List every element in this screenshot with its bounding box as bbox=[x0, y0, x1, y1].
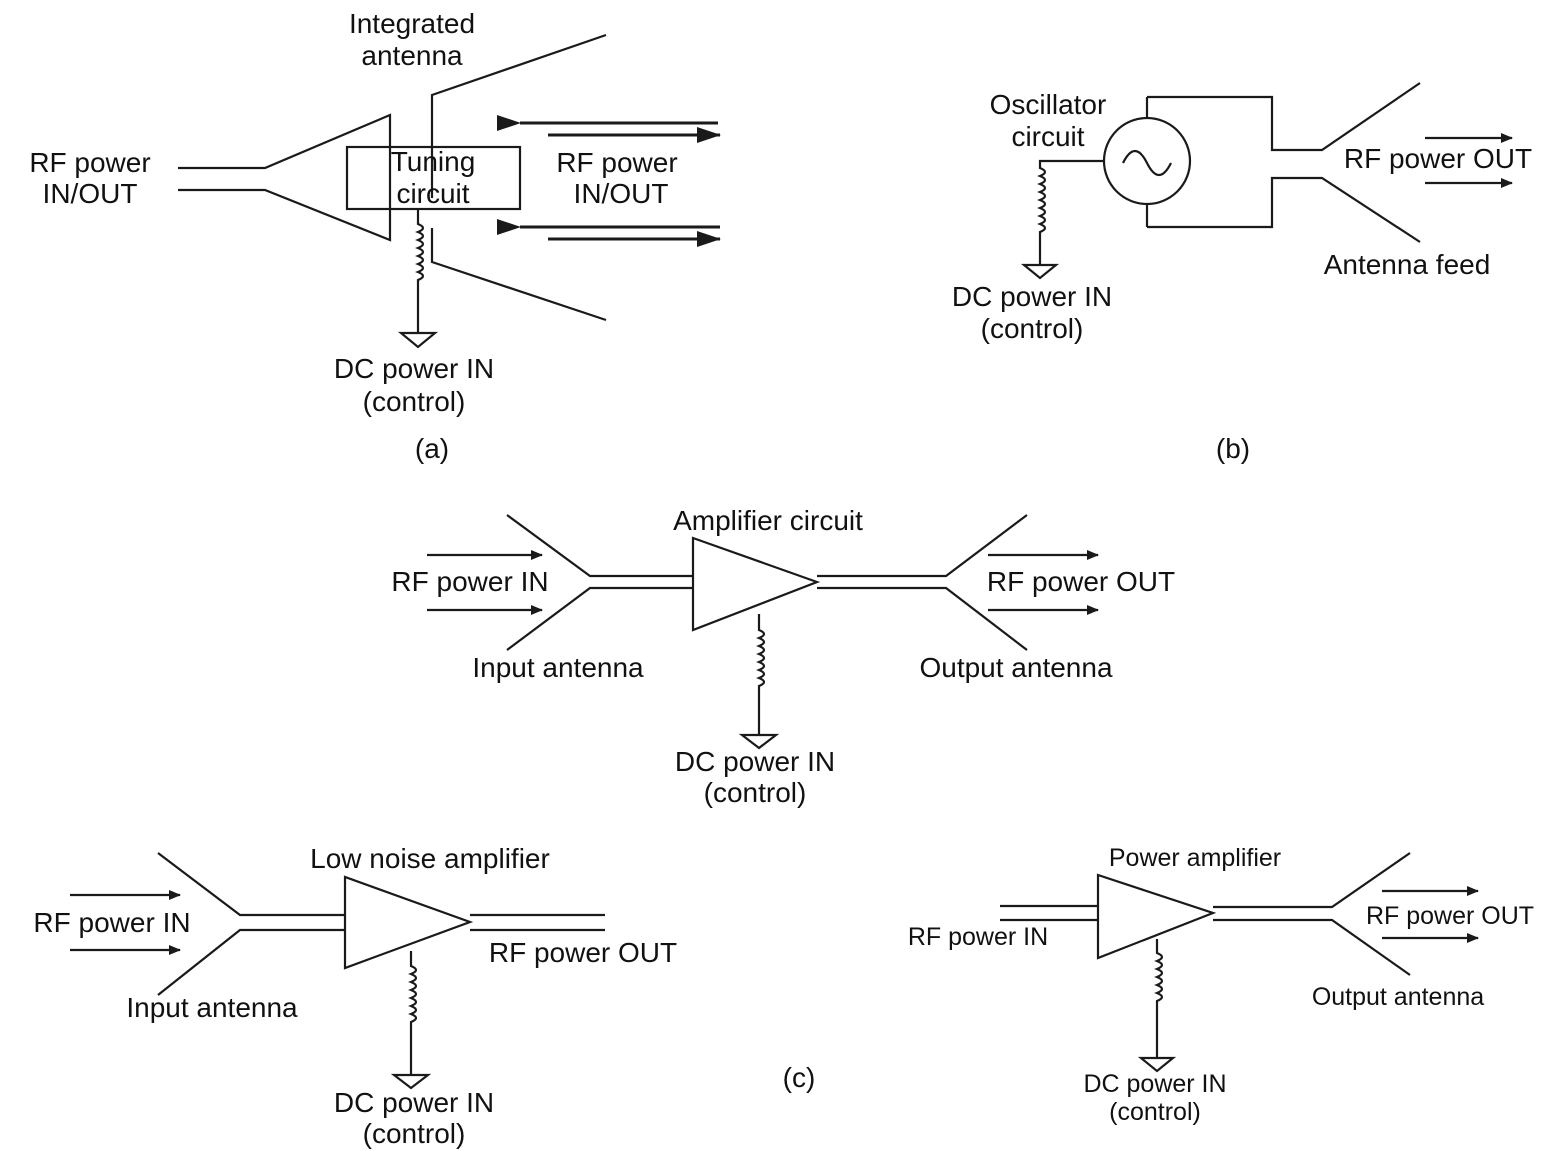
dc-inductor-a bbox=[415, 209, 425, 333]
input-antenna-c: Input antenna bbox=[472, 652, 644, 683]
antenna-label-line1: Integrated bbox=[349, 8, 475, 39]
lna-antenna-upper bbox=[157, 852, 345, 917]
pa-title: Power amplifier bbox=[1109, 844, 1281, 872]
feed-horn-left bbox=[178, 113, 392, 242]
amplifier-symbol bbox=[691, 536, 821, 632]
sine-wave-icon bbox=[1122, 149, 1172, 177]
rf-in-out-left-line2: IN/OUT bbox=[43, 178, 138, 209]
tuning-circuit-line2: circuit bbox=[396, 178, 469, 209]
ground-arrow-b bbox=[1020, 263, 1060, 280]
dc-in-c-line2: (control) bbox=[704, 777, 807, 808]
lna-symbol bbox=[343, 875, 474, 970]
output-antenna-lower bbox=[817, 586, 1028, 651]
rf-in-out-right-line2: IN/OUT bbox=[574, 178, 669, 209]
rf-out-pa: RF power OUT bbox=[1366, 902, 1534, 930]
rf-out-c: RF power OUT bbox=[987, 566, 1175, 597]
rf-out-lna: RF power OUT bbox=[489, 937, 677, 968]
tuning-circuit-line1: Tuning bbox=[391, 146, 476, 177]
oscillator-label-line1: Oscillator bbox=[990, 89, 1107, 120]
antenna-lower-element bbox=[430, 228, 607, 322]
caption-c: (c) bbox=[783, 1062, 816, 1093]
dc-in-c-line1: DC power IN bbox=[675, 746, 835, 777]
pa-antenna-lower bbox=[1213, 918, 1411, 976]
panel-c-pa: Power amplifier RF power IN RF power OUT… bbox=[908, 844, 1534, 1126]
amplifier-title: Amplifier circuit bbox=[673, 505, 863, 536]
antenna-feed-b: Antenna feed bbox=[1324, 249, 1491, 280]
dc-inductor-pa bbox=[1154, 939, 1164, 1058]
oscillator-label-line2: circuit bbox=[1011, 121, 1084, 152]
panel-a: Integrated antenna RF power IN/OUT Tunin… bbox=[29, 8, 721, 464]
rf-in-pa: RF power IN bbox=[908, 923, 1048, 951]
rf-out-b: RF power OUT bbox=[1344, 143, 1532, 174]
osc-loop-upper-antenna bbox=[1147, 82, 1421, 152]
pa-symbol bbox=[1096, 873, 1217, 960]
dc-in-lna-line2: (control) bbox=[363, 1118, 466, 1149]
caption-a: (a) bbox=[415, 433, 449, 464]
output-antenna-pa: Output antenna bbox=[1312, 983, 1484, 1011]
input-antenna-lower bbox=[506, 586, 693, 651]
dc-in-pa-line2: (control) bbox=[1109, 1098, 1201, 1126]
dc-in-b-line1: DC power IN bbox=[952, 281, 1112, 312]
ground-arrow-lna bbox=[390, 1073, 432, 1090]
input-antenna-lna: Input antenna bbox=[126, 992, 298, 1023]
caption-b: (b) bbox=[1216, 433, 1250, 464]
rf-in-c: RF power IN bbox=[391, 566, 548, 597]
input-antenna-upper bbox=[506, 514, 693, 578]
osc-loop-lower-antenna bbox=[1147, 176, 1421, 243]
dc-inductor-c bbox=[756, 614, 766, 735]
dc-inductor-lna bbox=[408, 951, 418, 1075]
lna-title: Low noise amplifier bbox=[310, 843, 550, 874]
pa-antenna-upper bbox=[1213, 852, 1411, 909]
output-antenna-c: Output antenna bbox=[919, 652, 1112, 683]
dc-in-b-line2: (control) bbox=[981, 313, 1084, 344]
dc-in-a-line1: DC power IN bbox=[334, 353, 494, 384]
dc-inductor-b bbox=[1037, 159, 1104, 265]
ground-arrow-pa bbox=[1137, 1056, 1177, 1073]
tuning-circuit-box bbox=[345, 145, 522, 211]
ground-arrow-a bbox=[397, 331, 439, 349]
antenna-upper-element bbox=[430, 33, 607, 198]
dc-in-pa-line1: DC power IN bbox=[1083, 1070, 1226, 1098]
lna-antenna-lower bbox=[157, 928, 345, 996]
ground-arrow-c bbox=[738, 733, 780, 750]
dc-in-lna-line1: DC power IN bbox=[334, 1087, 494, 1118]
antenna-label-line2: antenna bbox=[361, 40, 463, 71]
panel-c-lna: Low noise amplifier RF power IN RF power… bbox=[33, 843, 677, 1149]
panel-c-amplifier: Amplifier circuit RF power IN RF power O… bbox=[391, 505, 1175, 808]
rf-in-lna: RF power IN bbox=[33, 907, 190, 938]
rf-in-out-right-line1: RF power bbox=[556, 147, 677, 178]
rf-in-out-left-line1: RF power bbox=[29, 147, 150, 178]
dc-in-a-line2: (control) bbox=[363, 386, 466, 417]
panel-b: Oscillator circuit RF power OUT Antenna … bbox=[952, 82, 1532, 464]
output-antenna-upper bbox=[817, 514, 1028, 578]
